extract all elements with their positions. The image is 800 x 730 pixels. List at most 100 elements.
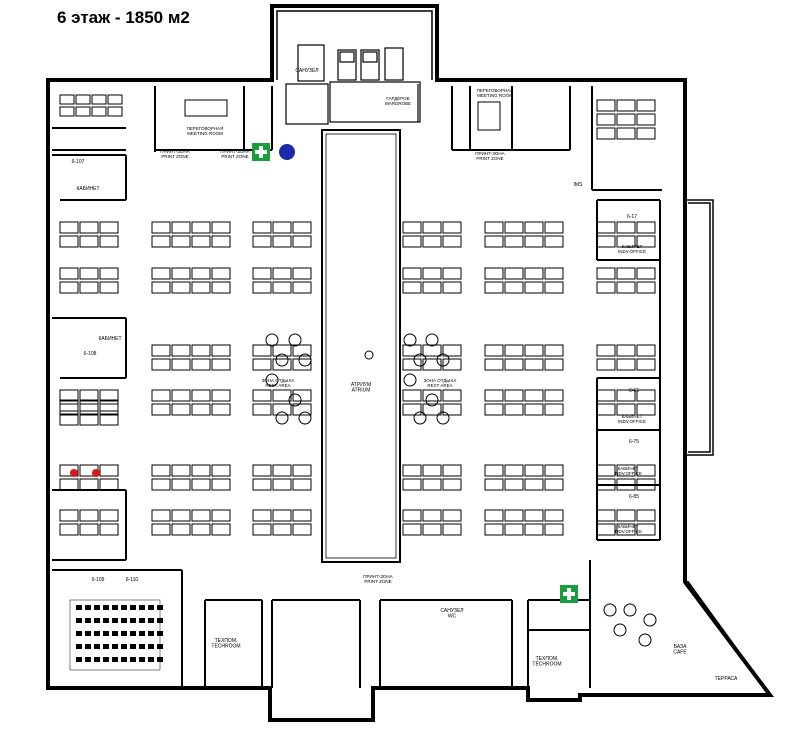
desk xyxy=(99,235,119,248)
desk xyxy=(616,99,636,112)
desk xyxy=(442,344,462,357)
desk xyxy=(59,523,79,536)
desk xyxy=(191,235,211,248)
desk xyxy=(191,267,211,280)
desk xyxy=(544,403,564,416)
desk xyxy=(211,464,231,477)
desk xyxy=(616,344,636,357)
seat xyxy=(157,618,163,623)
desk xyxy=(59,106,75,117)
seat xyxy=(103,657,109,662)
seat xyxy=(130,644,136,649)
seat xyxy=(112,657,118,662)
lounge-chair xyxy=(403,373,417,387)
lounge-chair xyxy=(436,353,450,367)
desk xyxy=(151,358,171,371)
desk xyxy=(151,403,171,416)
desk xyxy=(422,267,442,280)
desk xyxy=(616,403,636,416)
desk xyxy=(292,281,312,294)
desk xyxy=(292,403,312,416)
room-6-109: 6-109 xyxy=(92,577,105,583)
lounge-chair xyxy=(288,333,302,347)
desk xyxy=(484,509,504,522)
desk xyxy=(504,509,524,522)
training-room-seats xyxy=(76,605,163,662)
seat xyxy=(94,657,100,662)
lounge-chair xyxy=(638,633,652,647)
desk xyxy=(596,221,616,234)
desk xyxy=(422,464,442,477)
desk xyxy=(596,344,616,357)
desk xyxy=(59,267,79,280)
desk xyxy=(252,344,272,357)
room-numbers: 6-17 6-65 6-75 6-85 6-107 6-108 6-109 6-… xyxy=(72,159,640,583)
seat xyxy=(103,631,109,636)
desk xyxy=(191,523,211,536)
desk xyxy=(59,235,79,248)
desk xyxy=(616,127,636,140)
desk xyxy=(484,235,504,248)
desk xyxy=(504,358,524,371)
label-tech-r: ТЕХПОМ.TECHROOM xyxy=(532,656,561,668)
desk xyxy=(504,267,524,280)
desk xyxy=(272,509,292,522)
desk xyxy=(422,403,442,416)
desk xyxy=(616,113,636,126)
desk xyxy=(191,478,211,491)
desk xyxy=(422,478,442,491)
lounge-chair xyxy=(613,623,627,637)
desk xyxy=(252,235,272,248)
desk xyxy=(636,523,656,536)
desk xyxy=(616,235,636,248)
building-walls xyxy=(46,4,775,722)
desk xyxy=(636,389,656,402)
floor-title: 6 этаж - 1850 м2 xyxy=(57,8,190,27)
desk xyxy=(272,281,292,294)
seat xyxy=(157,605,163,610)
lounge-chair xyxy=(425,393,439,407)
desk xyxy=(171,464,191,477)
desk xyxy=(524,221,544,234)
desk xyxy=(252,389,272,402)
desk xyxy=(252,523,272,536)
desk xyxy=(544,358,564,371)
seat xyxy=(139,644,145,649)
desk xyxy=(484,403,504,416)
desk xyxy=(99,413,119,426)
desk xyxy=(442,464,462,477)
seat xyxy=(76,644,82,649)
desk xyxy=(484,344,504,357)
desk xyxy=(211,358,231,371)
desk xyxy=(75,106,91,117)
desk xyxy=(596,235,616,248)
desk xyxy=(59,399,79,412)
seat xyxy=(76,605,82,610)
desk xyxy=(211,478,231,491)
seat xyxy=(148,657,154,662)
lounge-chair xyxy=(623,603,637,617)
label-wc-top: САНУЗЕЛ xyxy=(295,68,318,74)
desk xyxy=(422,389,442,402)
seat xyxy=(157,644,163,649)
desk xyxy=(402,344,422,357)
lounge-chair xyxy=(298,353,312,367)
desk xyxy=(402,464,422,477)
desk xyxy=(59,281,79,294)
desk xyxy=(596,267,616,280)
desk xyxy=(596,403,616,416)
desk xyxy=(171,358,191,371)
seat xyxy=(85,657,91,662)
desk xyxy=(292,221,312,234)
lounge-chair xyxy=(413,353,427,367)
desk xyxy=(99,509,119,522)
desk xyxy=(636,403,656,416)
desk xyxy=(252,478,272,491)
seat xyxy=(76,618,82,623)
desk xyxy=(99,389,119,402)
label-tech-l: ТЕХПОМ.TECHROOM xyxy=(211,638,240,650)
